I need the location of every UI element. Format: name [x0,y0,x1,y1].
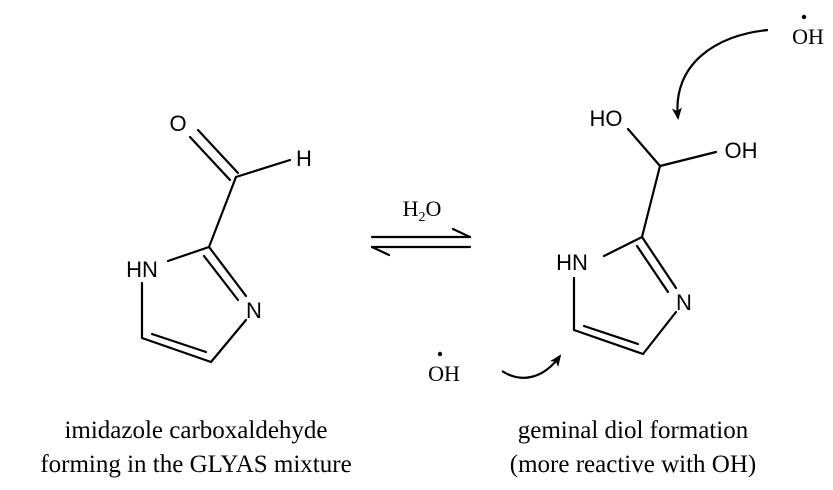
caption-right-line1: geminal diol formation [518,417,749,444]
atom-oh: OH [725,138,758,163]
atom-oxygen: O [169,111,186,136]
atom-n: N [246,298,262,323]
imidazole-carboxaldehyde-structure: O H HN N [126,111,312,364]
atom-nh-right: HN [556,250,588,275]
bond-n3-c2 [207,245,248,298]
caption-left-line2: forming in the GLYAS mixture [40,451,351,478]
reverse-arrow-barb [370,245,391,257]
bond-c-o-double-a [196,128,240,175]
radical-bottom: OH [428,351,562,386]
bond-c4-n3-right [641,310,678,356]
radical-dot-top [801,14,807,20]
bond-c2-n1-right [602,235,644,258]
bond-c5-c4-right [572,328,645,356]
bond-c5-c4-inner-right [582,324,640,346]
atom-hydrogen: H [296,146,312,171]
bond-c-oh-left [626,127,662,168]
bond-n3-c2-right [640,235,678,290]
bond-c-o-double-b [188,135,232,182]
bond-cald-c2 [207,175,238,249]
equilibrium-arrows: H2O [370,196,472,257]
geminal-diol-structure: HO OH HN N [556,106,758,356]
bond-c5-c4 [140,336,213,364]
bond-c-oh-right [658,150,718,168]
curved-arrow-top [671,28,769,120]
bond-n3-c2-inner-right [635,244,670,294]
bond-n3-c2-inner [202,254,240,302]
bond-c5-c4-inner [150,332,208,354]
atom-n-right: N [676,290,692,315]
atom-nh: HN [126,257,158,282]
captions: imidazole carboxaldehyde forming in the … [40,417,756,478]
atom-ho: HO [590,106,623,131]
radical-top: OH [671,14,824,120]
bond-c4-n3 [209,318,248,364]
radical-oh-bottom: OH [428,361,460,386]
reagent-water: H2O [403,196,442,225]
bond-c-h [234,158,292,179]
curved-arrow-bottom [501,354,562,379]
caption-right-line2: (more reactive with OH) [510,451,756,478]
bond-c2-n1 [166,245,211,263]
forward-arrow-barb [451,227,472,239]
radical-oh-top: OH [792,24,824,49]
caption-left-line1: imidazole carboxaldehyde [64,417,327,444]
bond-c-c2 [640,164,662,239]
radical-dot-bottom [437,351,443,357]
